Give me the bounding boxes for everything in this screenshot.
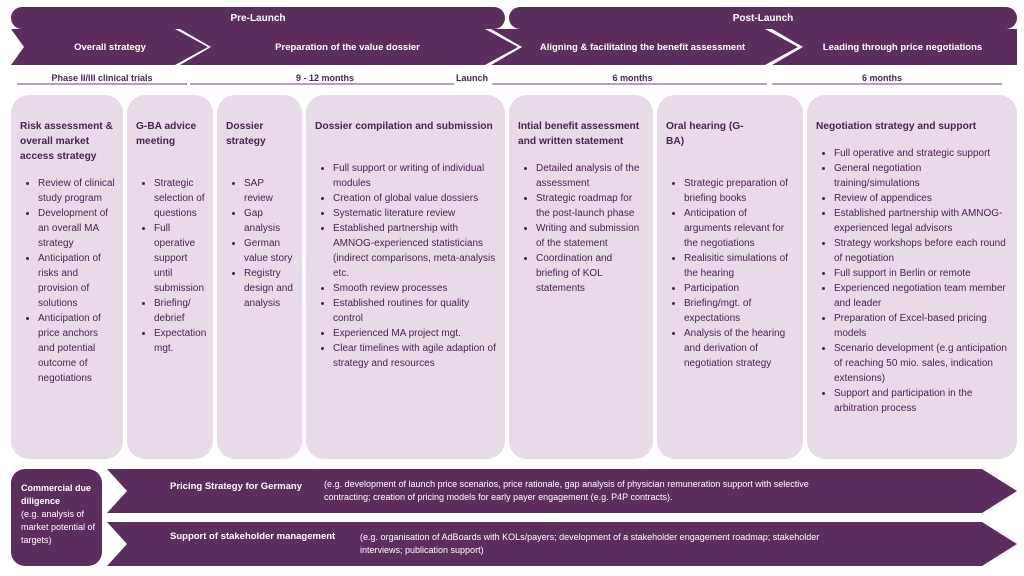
step-arrow-3	[491, 29, 798, 65]
list-item: Participation	[684, 281, 795, 296]
list-item: Realisitic simulations of the hearing	[684, 251, 795, 281]
step-label-2: Preparation of the value dossier	[275, 41, 420, 53]
card-list: Full operative and strategic support Gen…	[816, 146, 1009, 416]
list-item: Review of appendices	[834, 191, 1009, 206]
band-text-stakeholder: (e.g. organisation of AdBoards with KOLs…	[360, 532, 820, 555]
card-title: G-BA advice meeting	[136, 121, 197, 147]
pre-launch-label: Pre-Launch	[230, 12, 286, 24]
list-item: Full support in Berlin or remote	[834, 266, 1009, 281]
list-item: Registry design and analysis	[244, 266, 294, 311]
duration-line-negotiation	[772, 83, 1002, 85]
band-text-pricing: (e.g. development of launch price scenar…	[324, 479, 809, 502]
list-item: Full support or writing of individual mo…	[333, 161, 497, 191]
card-dossier-strategy: Dossier strategy SAP review Gap analysis…	[217, 95, 302, 459]
list-item: General negotiation training/simulations	[834, 161, 1009, 191]
list-item: Creation of global value dossiers	[333, 191, 497, 206]
list-item: SAP review	[244, 176, 294, 206]
list-item: Scenario development (e.g anticipation o…	[834, 341, 1009, 386]
list-item: Established partnership with AMNOG-exper…	[834, 206, 1009, 236]
step-label-4: Leading through price negotiations	[822, 41, 983, 53]
pre-launch-banner: Pre-Launch	[11, 7, 505, 29]
list-item: Preparation of Excel-based pricing model…	[834, 311, 1009, 341]
card-list: Detailed analysis of the assessment Stra…	[518, 161, 645, 296]
list-item: Gap analysis	[244, 206, 294, 236]
list-item: Strategic selection of questions	[154, 176, 205, 221]
list-item: German value story	[244, 236, 294, 266]
list-item: Expectation mgt.	[154, 326, 206, 356]
card-title: Risk assessment & overall market access …	[20, 121, 113, 162]
band-arrow-pricing	[107, 469, 1017, 513]
card-oral-hearing: Oral hearing (G-BA) Strategic preparatio…	[657, 95, 803, 459]
list-item: Anticipation of risks and provision of s…	[38, 251, 115, 311]
list-item: Detailed analysis of the assessment	[536, 161, 645, 191]
step-arrow-1	[11, 29, 208, 65]
step-arrow-4	[772, 29, 1017, 65]
list-item: Strategic preparation of briefing books	[684, 176, 795, 206]
list-item: Smooth review processes	[333, 281, 497, 296]
band-label-stakeholder: Support of stakeholder management	[170, 531, 336, 542]
card-risk-assessment: Risk assessment & overall market access …	[11, 95, 123, 459]
list-item: Support and participation in the arbitra…	[834, 386, 1009, 416]
card-title: Dossier compilation and submission	[315, 121, 493, 132]
duration-phase-trials: Phase II/III clinical trials	[51, 73, 153, 83]
post-launch-banner: Post-Launch	[509, 7, 1017, 29]
card-list: Review of clinical study program Develop…	[20, 176, 115, 386]
card-title: Intial benefit assessment and written st…	[518, 121, 640, 147]
list-item: Full operative and strategic support	[834, 146, 1009, 161]
card-list: Strategic selection of questions Full op…	[136, 176, 206, 356]
duration-prep: 9 - 12 months	[295, 73, 354, 83]
step-label-3: Aligning & facilitating the benefit asse…	[539, 41, 746, 53]
card-title: Negotiation strategy and support	[816, 121, 977, 132]
commercial-due-diligence-box: Commercial due diligence (e.g. analysis …	[11, 469, 102, 566]
list-item: Briefing/mgt. of expectations	[684, 296, 795, 326]
launch-label: Launch	[455, 73, 488, 83]
band-arrow-stakeholder	[107, 522, 1017, 566]
card-list: Full support or writing of individual mo…	[315, 161, 497, 371]
list-item: Writing and submission of the statement	[536, 221, 645, 251]
duration-line-prep	[190, 83, 454, 85]
card-title: Dossier strategy	[226, 121, 266, 147]
list-item: Experienced MA project mgt.	[333, 326, 497, 341]
list-item: Experienced negotiation team member and …	[834, 281, 1009, 311]
card-list: SAP review Gap analysis German value sto…	[226, 176, 294, 311]
card-dossier-compilation: Dossier compilation and submission Full …	[306, 95, 505, 459]
list-item: Strategic roadmap for the post-launch ph…	[536, 191, 645, 221]
list-item: Systematic literature review	[333, 206, 497, 221]
duration-line-trials	[17, 83, 187, 85]
duration-assessment: 6 months	[612, 73, 653, 83]
cdd-subtitle: (e.g. analysis of market potential of ta…	[21, 509, 96, 545]
list-item: Clear timelines with agile adaption of s…	[333, 341, 497, 371]
list-item: Briefing/ debrief	[154, 296, 205, 326]
step-arrow-2	[180, 29, 518, 65]
list-item: Established routines for quality control	[333, 296, 497, 326]
step-label-1: Overall strategy	[74, 41, 146, 53]
card-list: Strategic preparation of briefing books …	[666, 176, 795, 371]
band-label-pricing: Pricing Strategy for Germany	[170, 481, 302, 492]
list-item: Full operative support until submission	[154, 221, 205, 296]
list-item: Established partnership with AMNOG-exper…	[333, 221, 497, 281]
card-title: Oral hearing (G-BA)	[666, 121, 744, 147]
post-launch-label: Post-Launch	[732, 12, 794, 24]
list-item: Development of an overall MA strategy	[38, 206, 115, 251]
card-negotiation-strategy: Negotiation strategy and support Full op…	[807, 95, 1017, 459]
card-benefit-assessment: Intial benefit assessment and written st…	[509, 95, 653, 459]
list-item: Anticipation of arguments relevant for t…	[684, 206, 795, 251]
list-item: Analysis of the hearing and derivation o…	[684, 326, 795, 371]
list-item: Coordination and briefing of KOL stateme…	[536, 251, 645, 296]
cdd-title: Commercial due diligence	[21, 483, 92, 506]
list-item: Strategy workshops before each round of …	[834, 236, 1009, 266]
duration-negotiation: 6 months	[861, 73, 902, 83]
list-item: Review of clinical study program	[38, 176, 115, 206]
card-gba-advice: G-BA advice meeting Strategic selection …	[127, 95, 213, 459]
duration-line-assessment	[492, 83, 767, 85]
list-item: Anticipation of price anchors and potent…	[38, 311, 115, 386]
